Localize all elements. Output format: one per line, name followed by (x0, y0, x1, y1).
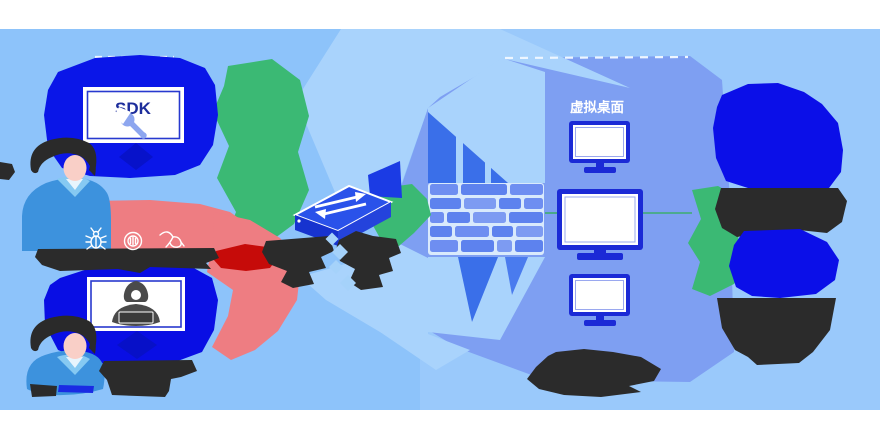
brick (516, 226, 543, 237)
masked-label-under-hacker (99, 360, 197, 397)
funnel-light-strip (485, 132, 491, 183)
masked-blue-label-under-person2 (58, 385, 94, 393)
wrench-handle-end (140, 132, 147, 139)
hacker-face (131, 290, 141, 300)
switch-arrow-left (323, 202, 367, 216)
attack-arrow-dark-red (213, 244, 278, 271)
funnel-bottom-light (300, 244, 470, 370)
green-flow-arrow-left (213, 59, 309, 252)
virtual-desktop-label: 虚拟桌面 (570, 99, 624, 116)
wrench-notch (114, 107, 131, 124)
brick (464, 198, 496, 209)
bug-leg (85, 235, 92, 239)
light-diamond (329, 260, 343, 274)
switch-arrow-right (314, 195, 358, 209)
brick (461, 184, 507, 195)
light-diamond (332, 244, 348, 260)
brick (430, 198, 461, 209)
funnel-below-wall-dark2 (505, 257, 528, 295)
sdk-box-frame (83, 87, 184, 143)
switch-arrow-right-head (355, 192, 366, 202)
firewall-brick-wall-icon (428, 183, 544, 255)
rat-icon (159, 231, 185, 248)
user-icon-bottom (26, 315, 105, 396)
brick (430, 212, 444, 223)
sdk-blob-diamond (119, 143, 153, 170)
monitor-base (584, 167, 616, 173)
monitor-icon-top (569, 121, 630, 173)
brick (509, 212, 543, 223)
bug-icon (85, 227, 107, 250)
monitor-stand (596, 316, 604, 321)
monitor-base (584, 320, 616, 326)
hacker-laptop (118, 311, 154, 324)
disc-icon (123, 231, 143, 251)
zone-dashed-edge (504, 55, 689, 60)
monitor-icon-bottom (569, 274, 630, 326)
disc-inner (127, 235, 139, 247)
masked-description-2 (717, 298, 836, 365)
bug-leg (100, 245, 106, 250)
switch-arrow-left-head (315, 209, 326, 219)
brick (499, 198, 521, 209)
brick (430, 184, 458, 195)
bug-antenna (90, 227, 95, 233)
brick (430, 240, 458, 252)
switch-led (297, 219, 301, 223)
masked-label-left-edge (0, 162, 15, 180)
sdk-box: SDK (83, 87, 184, 143)
brick (510, 184, 543, 195)
masked-label-bottom-center (527, 349, 661, 397)
monitor-screen (573, 278, 626, 312)
brick (461, 240, 494, 252)
brick (455, 226, 489, 237)
monitor-stand (594, 250, 606, 254)
masked-label-switch-left (262, 236, 334, 288)
monitor-screen-inner (575, 127, 624, 157)
masked-blue-heading-2 (729, 229, 839, 298)
monitor-screen-inner (564, 196, 636, 243)
funnel-light-strip (456, 110, 463, 183)
brick (447, 212, 470, 223)
monitor-icon-middle (557, 189, 643, 260)
rat-nose (180, 241, 185, 247)
attack-icons (85, 227, 185, 251)
masked-blue-heading-1 (713, 83, 843, 190)
brick (492, 226, 513, 237)
masked-label-under-person2 (30, 384, 57, 397)
brick (524, 198, 543, 209)
monitor-stand (596, 163, 604, 168)
light-diamond (325, 232, 339, 246)
light-diamond (340, 275, 356, 291)
disc-outer (123, 231, 143, 251)
person-body (22, 177, 111, 251)
brick (515, 240, 543, 252)
masked-description-1 (715, 188, 847, 237)
funnel-top-light (296, 29, 630, 197)
hacker-icon (112, 281, 160, 326)
monitor-screen (573, 125, 626, 159)
hacker-blob-diamond (117, 331, 157, 359)
masked-label-attack-band (35, 248, 219, 273)
monitor-screen-inner (575, 280, 624, 310)
sdk-box-inner-border (86, 90, 181, 140)
funnel-below-wall-dark (458, 257, 498, 322)
hacker-box (87, 277, 185, 331)
monitor-base (577, 253, 623, 260)
switch-back-wedge (368, 161, 402, 198)
bug-leg (86, 245, 92, 250)
brick (497, 240, 512, 252)
bug-antenna (97, 227, 102, 233)
brick (473, 212, 506, 223)
wrench-icon (114, 107, 147, 139)
masked-label-switch-right (336, 231, 401, 290)
brick (430, 226, 452, 237)
user-icon-developer (22, 137, 111, 251)
switch-icon (292, 161, 402, 246)
rat-body (169, 236, 182, 248)
bug-leg (100, 235, 107, 239)
monitor-screen (562, 194, 638, 245)
